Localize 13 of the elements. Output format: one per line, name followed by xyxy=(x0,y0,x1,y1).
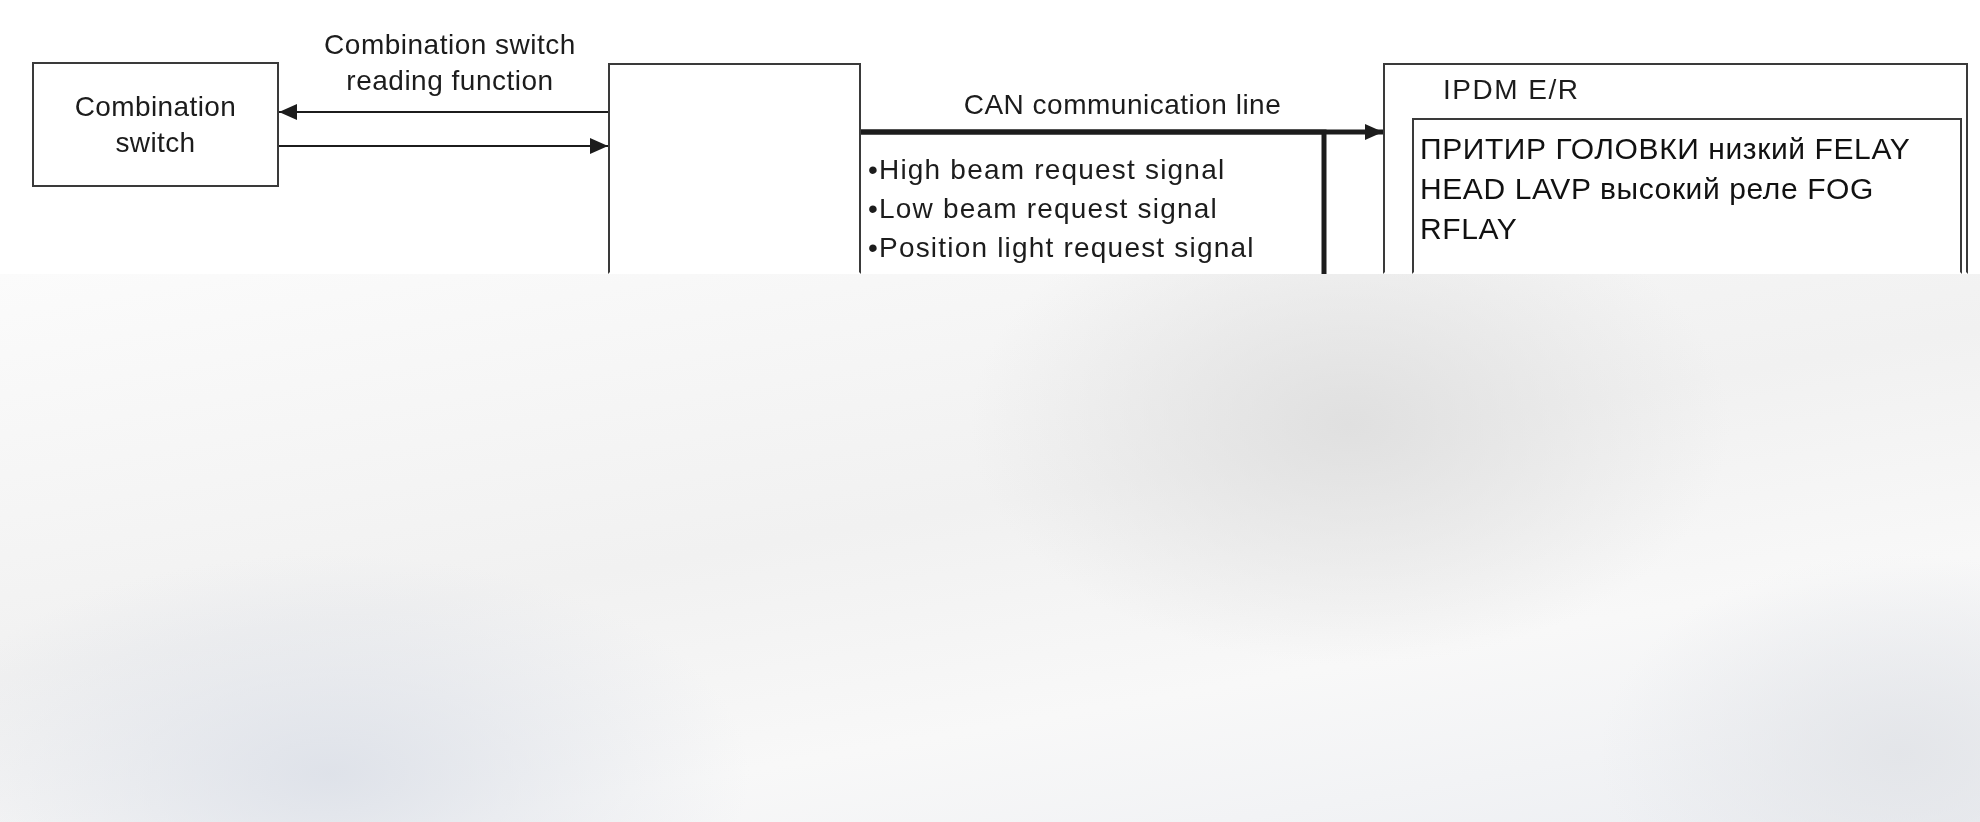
inner-box xyxy=(1412,118,1962,274)
unit-box xyxy=(1383,63,1968,274)
component-box xyxy=(32,62,279,187)
arrow xyxy=(278,104,609,120)
signal-list-item: •High beam request signal xyxy=(868,153,1226,187)
bus-line xyxy=(861,129,1327,274)
signal-list-item: •Low beam request signal xyxy=(868,192,1218,226)
signal-list-item: •Position light request signal xyxy=(868,231,1255,265)
unit-title: IPDM E/R xyxy=(1443,73,1580,107)
box-label: Combination switch xyxy=(73,89,238,160)
arrow xyxy=(278,138,609,154)
empty-box xyxy=(608,63,861,274)
relay-list-text: ПРИТИР ГОЛОВКИ низкий FELAY HEAD LAVP высокий реле FOG RFLAY xyxy=(1420,131,1911,247)
